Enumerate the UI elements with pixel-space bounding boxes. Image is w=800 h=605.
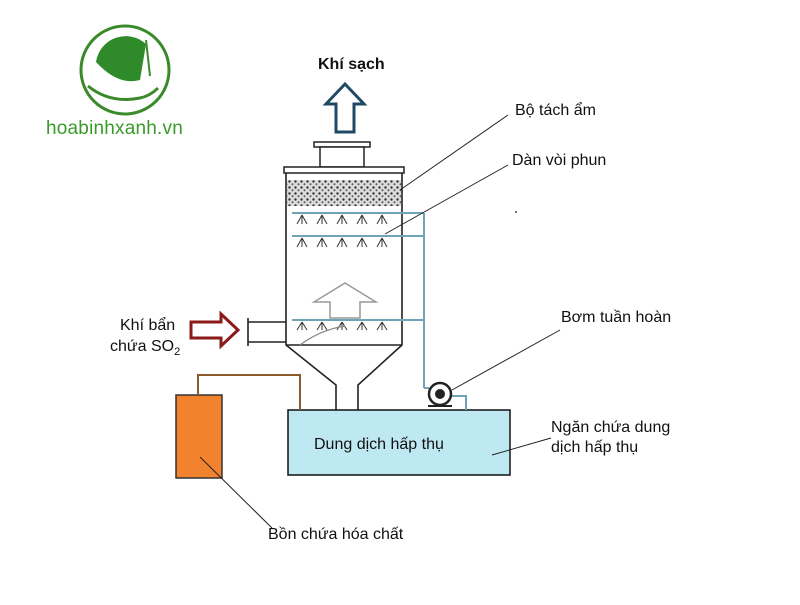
chemical-feed-line bbox=[197, 374, 301, 410]
clean-gas-arrow bbox=[322, 81, 368, 134]
demister-label: Bộ tách ẩm bbox=[515, 102, 596, 119]
pump-label: Bơm tuần hoàn bbox=[561, 309, 672, 326]
spray-nozzles bbox=[296, 214, 388, 331]
pump-icon bbox=[427, 381, 453, 407]
dirty-gas-label-line2: chứa SO2 bbox=[110, 337, 180, 362]
dirty-gas-label-line1: Khí bẩn bbox=[120, 317, 176, 334]
chemical-tank bbox=[175, 394, 223, 479]
chemical-tank-label: Bồn chứa hóa chất bbox=[268, 526, 404, 543]
absorbent-solution-label: Dung dịch hấp thụ bbox=[314, 436, 444, 453]
outlet-neck bbox=[319, 146, 365, 168]
spray-nozzles-label: Dàn vòi phun bbox=[512, 152, 607, 169]
leader-lines bbox=[199, 114, 561, 529]
tower-cap bbox=[283, 166, 405, 174]
dirty-gas-label-subscript: 2 bbox=[174, 346, 181, 359]
inlet-duct bbox=[247, 318, 286, 346]
demister-packing bbox=[287, 180, 401, 206]
site-brand[interactable]: hoabinhxanh.vn bbox=[46, 118, 183, 139]
dirty-gas-arrow bbox=[189, 310, 241, 350]
dirty-gas-label-text: chứa SO bbox=[110, 338, 175, 355]
tank-label-line2: dịch hấp thụ bbox=[551, 439, 639, 456]
internal-gas-flow-arrow bbox=[311, 282, 379, 319]
tank-label-line1: Ngăn chứa dung bbox=[551, 419, 671, 436]
recirculation-piping bbox=[424, 387, 467, 410]
absorbent-tank bbox=[287, 409, 511, 476]
logo-mark bbox=[79, 24, 171, 116]
tower-body bbox=[285, 173, 403, 410]
spray-headers bbox=[292, 212, 425, 388]
clean-gas-label: Khí sạch bbox=[318, 56, 385, 73]
